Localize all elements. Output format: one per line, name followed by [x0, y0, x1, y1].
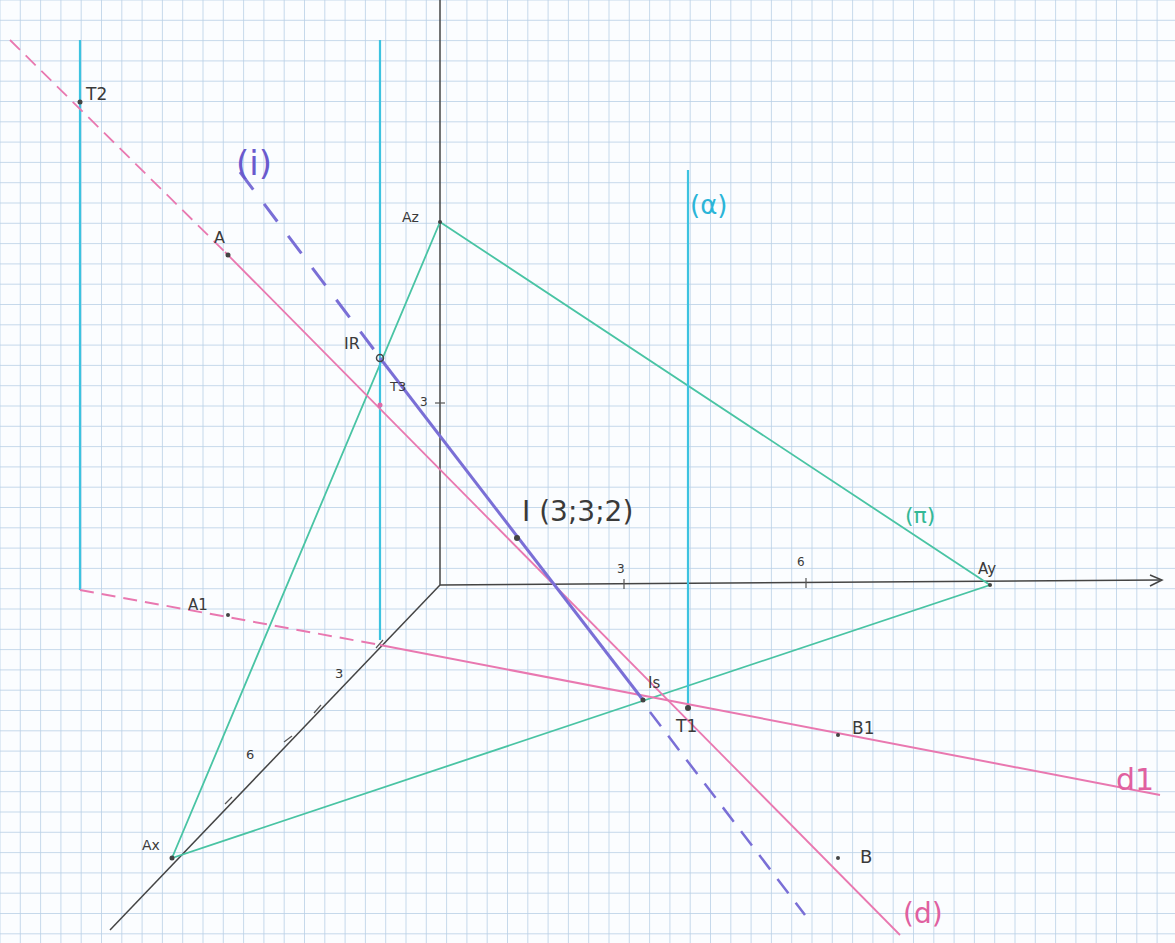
axis-tick-label: 6	[246, 748, 254, 761]
point-label: T3	[390, 380, 406, 393]
point-label: B	[860, 848, 872, 866]
point-label: Is	[648, 676, 660, 691]
line-i	[240, 172, 805, 915]
line-label: (d)	[903, 900, 943, 928]
points	[78, 100, 993, 861]
point-coordinates: I (3;3;2)	[522, 498, 633, 526]
point-label: A1	[188, 598, 208, 613]
line-label: d1	[1116, 765, 1154, 795]
line-d	[10, 40, 900, 935]
axes	[110, 0, 1162, 930]
line-d1	[80, 590, 1160, 795]
plane-label: (α)	[690, 192, 727, 218]
point-label: Ay	[978, 562, 996, 577]
axis-tick-label: 3	[335, 667, 343, 680]
plane-label: (π)	[905, 505, 935, 527]
axis-tick-label: 6	[797, 556, 805, 568]
point-label: T1	[676, 718, 697, 735]
point-label: Az	[402, 210, 419, 224]
point-label: Ax	[142, 838, 160, 852]
vertical-lines	[80, 40, 688, 708]
point-label: A	[214, 230, 225, 246]
point-label: B1	[852, 720, 874, 737]
line-label: (i)	[236, 146, 272, 180]
plane-pi	[172, 222, 990, 858]
axis-tick-label: 3	[420, 396, 428, 408]
point-label: T2	[86, 86, 107, 103]
axis-tick-label: 3	[617, 563, 625, 575]
point-label: IR	[344, 336, 360, 352]
